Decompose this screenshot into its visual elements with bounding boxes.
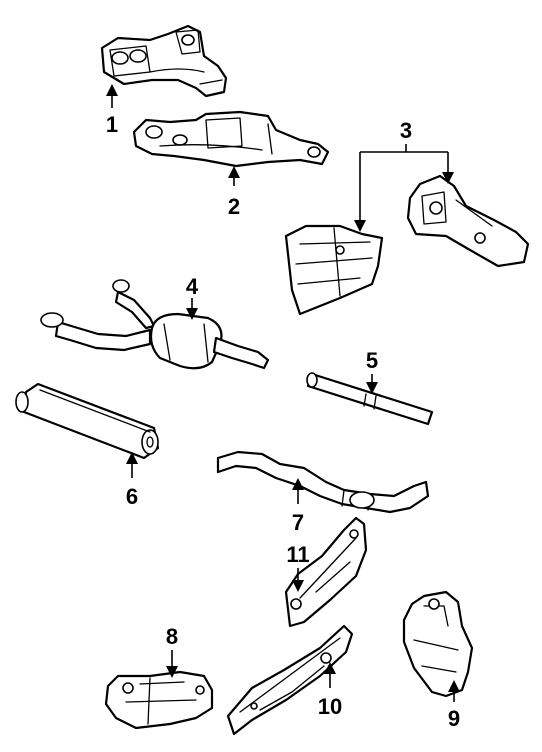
part-5-pipe <box>306 372 434 426</box>
part-11-bracket <box>284 516 368 628</box>
part-2-exhaust-manifold <box>132 110 330 168</box>
callout-8: 8 <box>166 624 178 649</box>
part-7-tailpipe <box>216 450 430 514</box>
callout-1: 1 <box>106 112 118 137</box>
part-9-heat-shield <box>402 590 474 698</box>
callout-7: 7 <box>292 510 304 535</box>
part-1-exhaust-manifold <box>100 24 228 98</box>
callout-4: 4 <box>186 274 199 299</box>
part-6-muffler <box>15 382 160 460</box>
leader-lines <box>106 84 460 702</box>
callout-labels: 1 2 3 4 5 6 7 8 9 10 11 <box>106 112 460 731</box>
part-4-catalytic-converter <box>40 279 270 370</box>
callout-9: 9 <box>448 706 460 731</box>
part-10-heat-shield <box>226 624 354 736</box>
callout-6: 6 <box>126 484 138 509</box>
part-3-heat-shields <box>284 174 530 316</box>
callout-3: 3 <box>400 118 412 143</box>
callout-5: 5 <box>366 348 378 373</box>
callout-11: 11 <box>286 542 309 567</box>
part-8-heat-shield <box>104 670 214 730</box>
callout-10: 10 <box>318 694 342 719</box>
callout-2: 2 <box>228 194 240 219</box>
